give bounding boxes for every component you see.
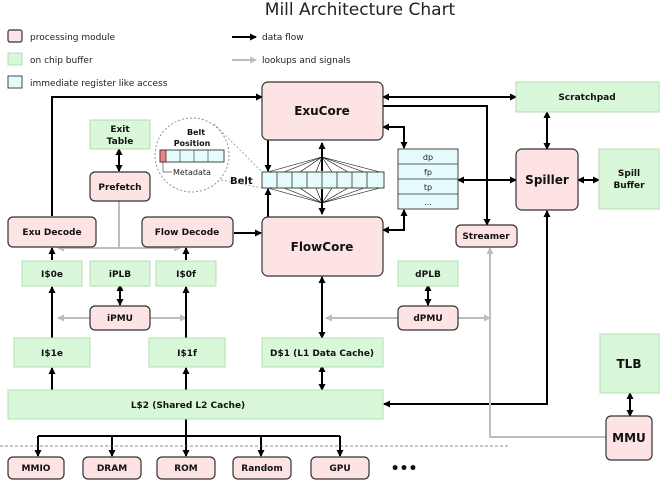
tlb-buffer: TLB [599,333,660,394]
tlb-label: TLB [617,357,642,371]
register-tp: tp [424,183,432,192]
spill-buffer: Spill Buffer [598,148,660,210]
register-fp: fp [424,168,432,177]
spill-buffer-label-1: Spill [618,169,640,179]
register-more: ... [424,198,432,207]
flowcore-module: FlowCore [261,216,384,277]
iplb-buffer: iPLB [89,260,151,287]
dplb-buffer: dPLB [397,260,459,287]
prefetch-module: Prefetch [89,171,151,202]
spiller-l2-arrow [383,210,551,408]
i1e-label: I$1e [41,349,63,359]
spiller-module: Spiller [515,148,579,211]
legend-data-flow-label: data flow [262,33,304,43]
scratchpad-buffer: Scratchpad [515,81,660,113]
mmio-device: MMIO [7,456,65,480]
legend-processing-swatch [7,29,23,43]
d1-buffer: D$1 (L1 Data Cache) [261,337,384,368]
belt-position-label-2: Position [174,139,211,148]
exu-decode-label: Exu Decode [22,228,81,238]
metadata-label: Metadata [173,168,211,177]
exucore-label: ExuCore [294,104,350,118]
connectors [0,93,634,457]
exucore-to-streamer-arrow [383,105,491,226]
dpmu-label: dPMU [413,314,442,324]
belt-label: Belt [230,176,253,187]
mmio-label: MMIO [22,464,51,474]
belt-position-callout: Belt Position Metadata [154,117,263,193]
legend-buffer-label: on chip buffer [30,56,93,66]
streamer-label: Streamer [462,232,510,242]
spiller-label: Spiller [525,173,569,187]
exit-table-label-2: Table [107,137,134,147]
exit-table-label-1: Exit [110,125,130,135]
mmu-signal-arrow [486,247,606,438]
legend-register-swatch [7,75,23,89]
flow-decode-label: Flow Decode [155,228,220,238]
dram-label: DRAM [97,464,127,474]
exit-table-buffer: Exit Table [89,119,151,150]
legend-buffer-swatch [7,52,23,66]
prefetch-label: Prefetch [98,183,141,193]
special-registers: dp fp tp ... [397,148,459,210]
flowcore-label: FlowCore [291,240,354,254]
dram-device: DRAM [82,456,142,480]
i1e-buffer: I$1e [13,337,91,368]
streamer-module: Streamer [455,224,518,248]
belt-position-label-1: Belt [187,128,205,137]
rom-label: ROM [174,464,198,474]
i0e-label: I$0e [41,270,63,280]
more-devices-ellipsis: ••• [391,461,418,477]
legend-processing-label: processing module [30,33,116,43]
exu-decode-to-exucore-arrow [51,93,263,216]
mmu-module: MMU [605,415,653,461]
legend-register-label: immediate register like access [30,79,168,89]
legend-signal-label: lookups and signals [262,56,351,66]
scratchpad-label: Scratchpad [558,93,615,103]
i1f-buffer: I$1f [148,337,226,368]
diagram-title: Mill Architecture Chart [265,0,456,20]
random-device: Random [232,456,292,480]
d1-label: D$1 (L1 Data Cache) [270,349,374,359]
register-dp: dp [423,153,433,162]
exucore-registers-arrow [382,123,408,149]
l2-buffer: L$2 (Shared L2 Cache) [7,389,384,420]
rom-device: ROM [156,456,216,480]
ipmu-module: iPMU [89,305,151,331]
iplb-label: iPLB [109,270,131,280]
i0f-label: I$0f [176,270,196,280]
belt: Belt [230,171,385,189]
mmu-label: MMU [612,431,646,445]
i0e-buffer: I$0e [21,260,83,287]
belt-position-cells [159,149,225,163]
dplb-label: dPLB [415,270,441,280]
i0f-buffer: I$0f [155,260,217,287]
random-label: Random [241,464,282,474]
gpu-label: GPU [329,464,350,474]
flow-decode-module: Flow Decode [141,216,234,248]
belt-fan-lines [267,156,381,204]
l2-label: L$2 (Shared L2 Cache) [131,401,245,411]
exucore-module: ExuCore [261,81,384,141]
gpu-device: GPU [310,456,370,480]
i1f-label: I$1f [177,349,197,359]
legend: processing module on chip buffer immedia… [7,29,351,89]
exu-decode-module: Exu Decode [7,216,97,248]
ipmu-label: iPMU [107,314,133,324]
metadata-cell [159,149,167,163]
spill-buffer-label-2: Buffer [613,181,645,191]
flowcore-registers-arrow [382,209,408,234]
dpmu-module: dPMU [397,305,459,331]
